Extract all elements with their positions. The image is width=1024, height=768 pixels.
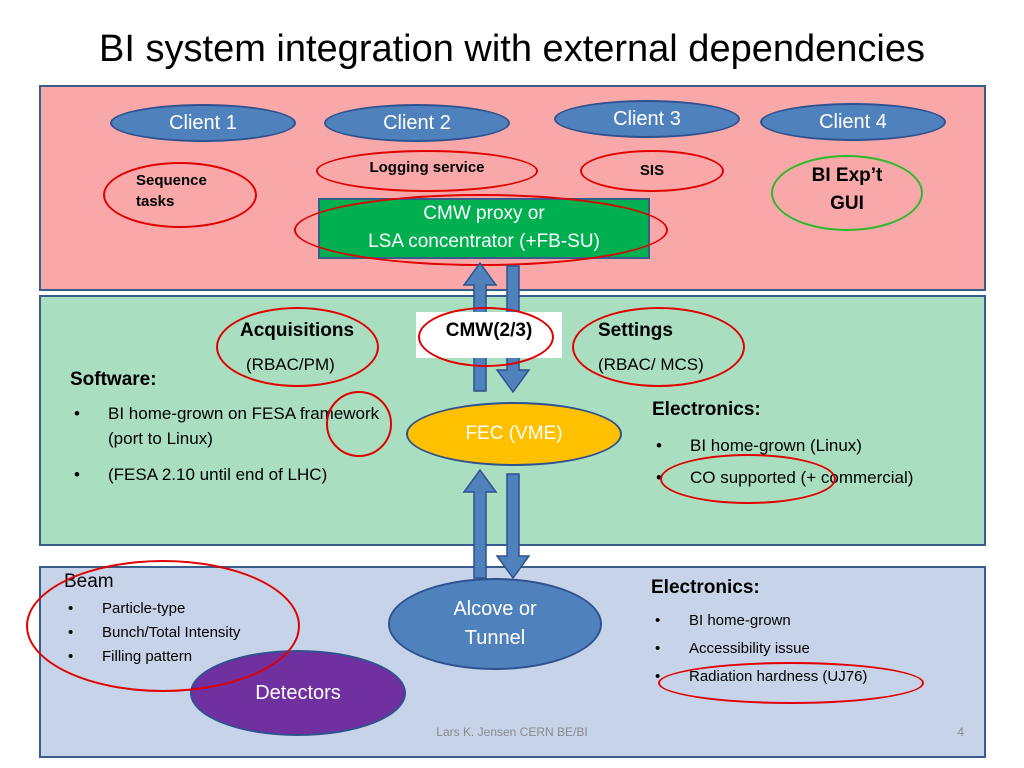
settings-ring bbox=[572, 307, 745, 387]
bottom-electronics-item-access: Accessibility issue bbox=[651, 635, 971, 663]
client-4: Client 4 bbox=[760, 103, 946, 141]
sequence-ring bbox=[103, 162, 257, 228]
sis-label: SIS bbox=[639, 162, 665, 179]
bi-gui-ring bbox=[771, 155, 923, 231]
software-item-fesa-version: (FESA 2.10 until end of LHC) bbox=[70, 462, 390, 487]
alcove-tunnel-label: Alcove or Tunnel bbox=[453, 598, 537, 649]
fec-vme-node: FEC (VME) bbox=[406, 402, 622, 466]
software-list: BI home-grown on FESA framework (port to… bbox=[70, 401, 390, 487]
bottom-electronics-item-bi: BI home-grown bbox=[651, 607, 971, 635]
logging-service-label: Logging service bbox=[369, 159, 485, 176]
down-arrow-icon bbox=[495, 473, 531, 580]
bottom-electronics-title: Electronics: bbox=[651, 577, 760, 598]
footer-author: Lars K. Jensen CERN BE/BI bbox=[436, 725, 588, 739]
bi-exp-gui-label: BI Exp’t GUI bbox=[811, 165, 883, 214]
alcove-tunnel-node bbox=[388, 578, 602, 670]
slide-number: 4 bbox=[957, 725, 964, 739]
slide-title: BI system integration with external depe… bbox=[99, 28, 925, 70]
sequence-tasks-label: Sequence tasks bbox=[136, 172, 207, 210]
beam-ring bbox=[26, 560, 300, 692]
software-item-fesa: BI home-grown on FESA framework (port to… bbox=[70, 401, 390, 451]
radiation-ring bbox=[658, 662, 924, 704]
client-2: Client 2 bbox=[324, 104, 510, 142]
up-arrow-icon bbox=[462, 468, 498, 579]
co-supported-ring bbox=[660, 454, 836, 504]
mid-electronics-title: Electronics: bbox=[652, 399, 761, 420]
cmw-ring bbox=[418, 307, 554, 367]
logging-ring bbox=[316, 150, 538, 192]
sis-ring bbox=[580, 150, 724, 192]
client-3: Client 3 bbox=[554, 100, 740, 138]
acquisitions-ring bbox=[216, 307, 379, 387]
mid-electronics-item-bi: BI home-grown (Linux) bbox=[652, 433, 982, 459]
linux-port-ring bbox=[326, 391, 392, 457]
client-1: Client 1 bbox=[110, 104, 296, 142]
software-title: Software: bbox=[70, 369, 157, 390]
